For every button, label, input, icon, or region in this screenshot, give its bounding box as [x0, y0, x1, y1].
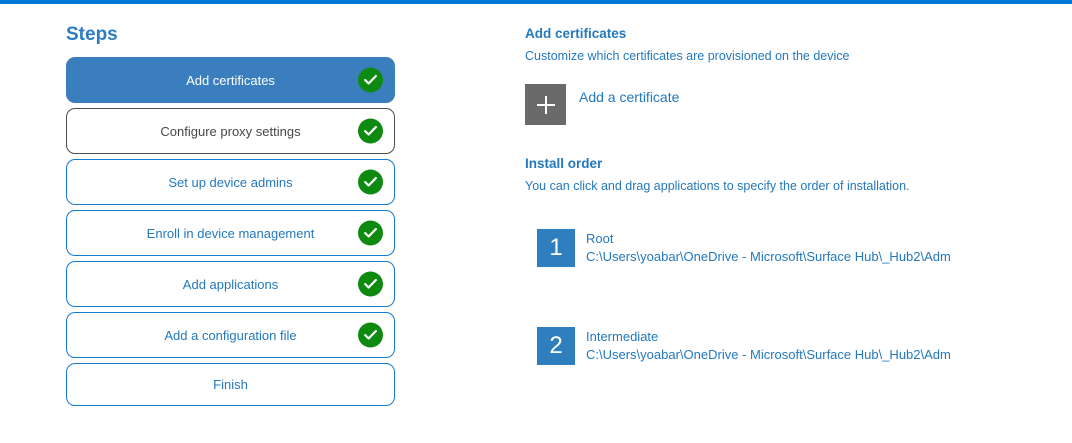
step-button-finish[interactable]: Finish — [66, 363, 395, 406]
page-title: Add certificates — [525, 26, 627, 41]
order-number-badge: 2 — [537, 327, 575, 365]
install-item-name: Root — [586, 231, 614, 246]
install-item-text: Intermediate C:\Users\yoabar\OneDrive - … — [586, 327, 951, 364]
install-item-root[interactable]: 1 Root C:\Users\yoabar\OneDrive - Micros… — [537, 229, 1065, 267]
check-circle-icon — [358, 322, 383, 348]
step-button-enroll-in-device-management[interactable]: Enroll in device management — [66, 210, 395, 256]
install-order-title: Install order — [525, 156, 603, 171]
add-certificate-label[interactable]: Add a certificate — [579, 89, 680, 105]
step-button-add-applications[interactable]: Add applications — [66, 261, 395, 307]
install-item-text: Root C:\Users\yoabar\OneDrive - Microsof… — [586, 229, 951, 266]
check-circle-icon — [358, 67, 383, 93]
install-item-name: Intermediate — [586, 329, 659, 344]
install-item-path: C:\Users\yoabar\OneDrive - Microsoft\Sur… — [586, 347, 951, 362]
check-circle-icon — [358, 118, 383, 144]
install-order-subtitle: You can click and drag applications to s… — [525, 179, 910, 193]
step-button-add-a-configuration-file[interactable]: Add a configuration file — [66, 312, 395, 358]
check-circle-icon — [358, 169, 383, 195]
install-item-path: C:\Users\yoabar\OneDrive - Microsoft\Sur… — [586, 249, 951, 264]
step-label: Add a configuration file — [164, 327, 297, 343]
step-label: Add applications — [182, 276, 279, 292]
check-circle-icon — [358, 271, 383, 297]
check-circle-icon — [358, 220, 383, 246]
steps-panel: Steps Add certificates Configure proxy s… — [66, 24, 395, 411]
order-number-badge: 1 — [537, 229, 575, 267]
step-label: Configure proxy settings — [160, 123, 301, 139]
step-label: Enroll in device management — [146, 225, 315, 241]
plus-icon[interactable] — [525, 84, 566, 125]
add-certificate-button[interactable]: Add a certificate — [525, 84, 1065, 125]
step-button-configure-proxy-settings[interactable]: Configure proxy settings — [66, 108, 395, 154]
page-subtitle: Customize which certificates are provisi… — [525, 49, 850, 63]
step-button-set-up-device-admins[interactable]: Set up device admins — [66, 159, 395, 205]
install-item-intermediate[interactable]: 2 Intermediate C:\Users\yoabar\OneDrive … — [537, 327, 1065, 365]
step-label: Finish — [213, 377, 248, 392]
step-label: Set up device admins — [168, 174, 293, 190]
install-order-list: 1 Root C:\Users\yoabar\OneDrive - Micros… — [537, 229, 1065, 365]
top-accent-bar — [0, 0, 1072, 4]
step-button-add-certificates[interactable]: Add certificates — [66, 57, 395, 103]
content-panel: Add certificates Customize which certifi… — [525, 26, 1065, 365]
step-label: Add certificates — [186, 72, 275, 88]
steps-title: Steps — [66, 24, 118, 45]
